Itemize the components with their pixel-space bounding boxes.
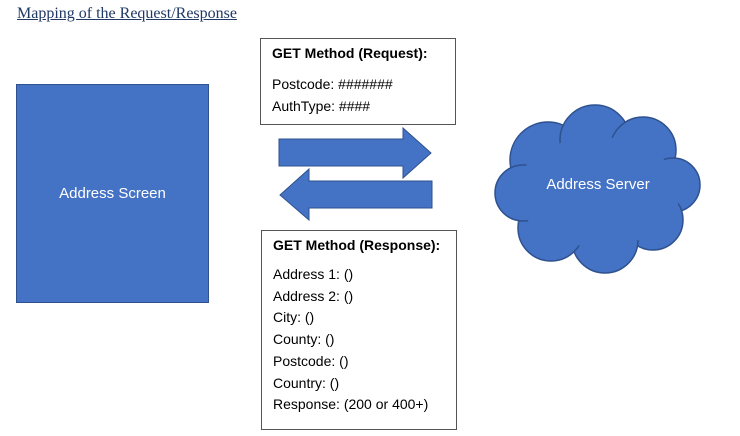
response-field: Country: () (273, 374, 340, 391)
request-arrow (278, 126, 432, 180)
response-field: Address 1: () (273, 266, 354, 282)
diagram-title: Mapping of the Request/Response (17, 5, 237, 22)
response-field: Response: (200 or 400+) (273, 396, 429, 413)
request-field: AuthType: #### (272, 97, 371, 114)
response-field: City: () (273, 309, 315, 326)
response-arrow (279, 167, 433, 222)
response-field: Address 2: () (273, 287, 354, 304)
response-field: County: () (273, 331, 335, 348)
request-field: Postcode: ####### (272, 76, 393, 92)
address-screen-label: Address Screen (59, 185, 166, 202)
address-server-label: Address Server (546, 176, 650, 193)
address-screen-box: Address Screen (16, 84, 209, 303)
response-panel: GET Method (Response): Address 1: () Add… (261, 230, 457, 430)
request-panel: GET Method (Request): Postcode: ####### … (260, 38, 456, 125)
response-field: Postcode: () (273, 352, 349, 369)
request-title: GET Method (Request): (272, 45, 428, 61)
response-title: GET Method (Response): (273, 237, 441, 253)
